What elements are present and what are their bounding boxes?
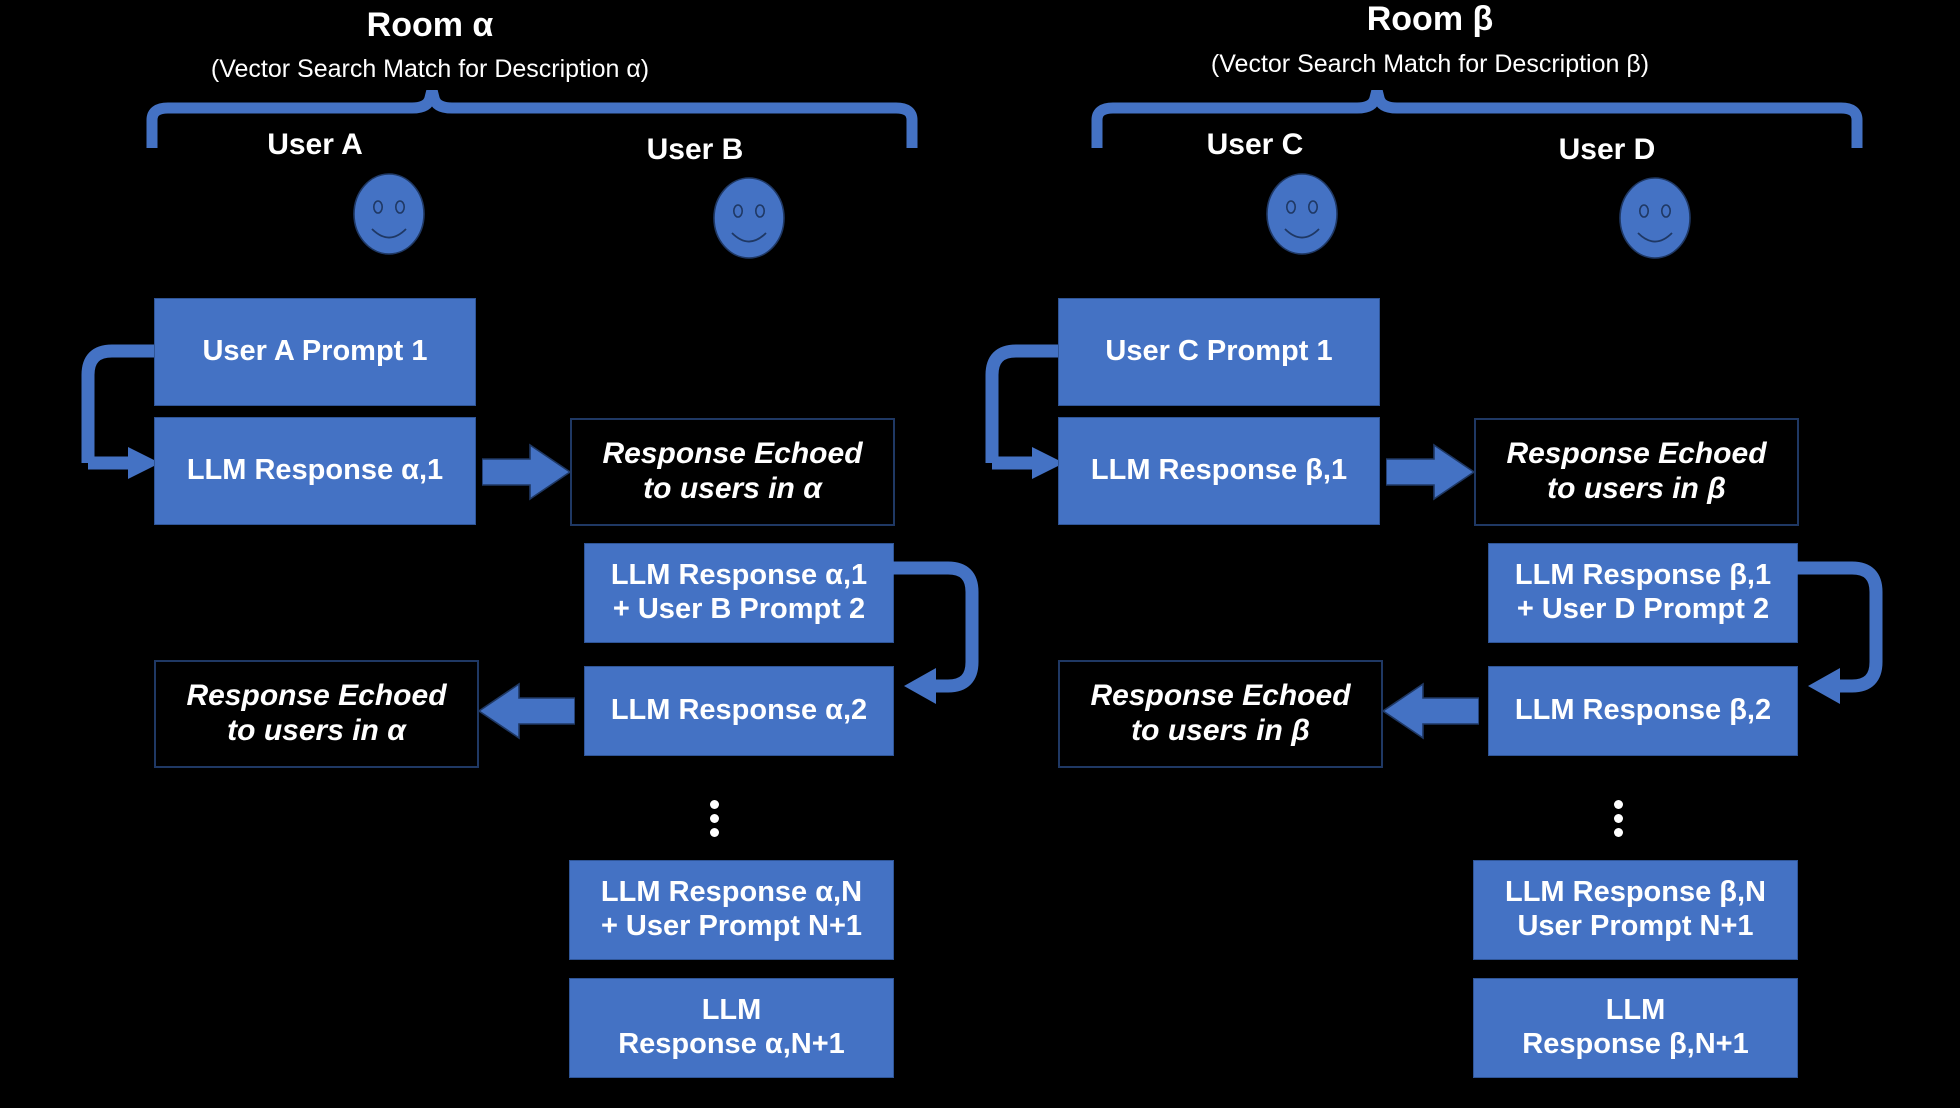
beta-echo-2-arrow-icon xyxy=(1381,682,1479,740)
alpha-llm-response-n1-box[interactable]: LLM Response α,N+1 xyxy=(569,978,894,1078)
alpha-echo-1-arrow-icon xyxy=(482,443,572,501)
beta-context-n-box[interactable]: LLM Response β,N User Prompt N+1 xyxy=(1473,860,1798,960)
beta-context-2-line1: LLM Response β,1 xyxy=(1514,559,1772,592)
beta-feedback-loop-arrow-icon xyxy=(985,344,1076,479)
user-b-smiley-face-icon xyxy=(713,177,785,259)
beta-echo-2-box[interactable]: Response Echoed to users in β xyxy=(1058,660,1383,768)
user-a-smiley-face-icon xyxy=(353,173,425,255)
alpha-echo-2-line1: Response Echoed xyxy=(186,679,447,713)
beta-user-prompt-1-box[interactable]: User C Prompt 1 xyxy=(1058,298,1380,406)
alpha-echo-2-arrow-icon xyxy=(477,682,575,740)
room-beta-title: Room β xyxy=(1366,0,1494,38)
alpha-llm-response-1-box[interactable]: LLM Response α,1 xyxy=(154,417,476,525)
alpha-llm-response-n1-line2: Response α,N+1 xyxy=(618,1028,845,1060)
alpha-llm-response-2-text: LLM Response α,2 xyxy=(610,694,868,727)
beta-echo-1-line2: to users in β xyxy=(1547,472,1726,505)
beta-user-prompt-1-text: User C Prompt 1 xyxy=(1105,335,1333,368)
beta-llm-response-1-text: LLM Response β,1 xyxy=(1090,454,1348,487)
alpha-context-n-line2: + User Prompt N+1 xyxy=(600,910,863,942)
beta-echo-1-arrow-icon xyxy=(1386,443,1476,501)
beta-llm-response-n1-line1: LLM xyxy=(1605,994,1666,1027)
beta-llm-response-1-box[interactable]: LLM Response β,1 xyxy=(1058,417,1380,525)
alpha-echo-1-line2: to users in α xyxy=(643,472,822,505)
alpha-llm-response-n1-line1: LLM xyxy=(701,994,762,1027)
beta-context-n-line2: User Prompt N+1 xyxy=(1517,910,1754,942)
user-d-smiley-face-icon xyxy=(1619,177,1691,259)
beta-context-n-line1: LLM Response β,N xyxy=(1505,876,1766,909)
user-a-label: User A xyxy=(267,128,363,161)
alpha-user-prompt-1-text: User A Prompt 1 xyxy=(202,335,428,368)
alpha-echo-2-box[interactable]: Response Echoed to users in α xyxy=(154,660,479,768)
alpha-context-n-line1: LLM Response α,N xyxy=(600,876,863,909)
alpha-context-2-box[interactable]: LLM Response α,1 + User B Prompt 2 xyxy=(584,543,894,643)
alpha-echo-1-line1: Response Echoed xyxy=(602,437,863,471)
alpha-user-prompt-1-box[interactable]: User A Prompt 1 xyxy=(154,298,476,406)
alpha-echo-1-box[interactable]: Response Echoed to users in α xyxy=(570,418,895,526)
beta-context-loop-arrow-icon xyxy=(1790,561,1883,704)
beta-echo-1-line1: Response Echoed xyxy=(1506,437,1767,471)
user-c-smiley-face-icon xyxy=(1266,173,1338,255)
alpha-feedback-loop-arrow-icon xyxy=(81,344,172,479)
alpha-ellipsis xyxy=(694,795,734,842)
beta-llm-response-n1-box[interactable]: LLM Response β,N+1 xyxy=(1473,978,1798,1078)
alpha-context-2-line1: LLM Response α,1 xyxy=(610,559,868,592)
alpha-llm-response-2-box[interactable]: LLM Response α,2 xyxy=(584,666,894,756)
alpha-context-loop-arrow-icon xyxy=(886,561,979,704)
room-alpha-subtitle: (Vector Search Match for Description α) xyxy=(210,55,650,83)
user-b-label: User B xyxy=(646,133,744,166)
beta-context-2-line2: + User D Prompt 2 xyxy=(1516,593,1770,625)
beta-echo-2-line1: Response Echoed xyxy=(1090,679,1351,713)
beta-llm-response-n1-line2: Response β,N+1 xyxy=(1522,1028,1749,1060)
room-beta-subtitle: (Vector Search Match for Description β) xyxy=(1210,50,1650,78)
alpha-context-2-line2: + User B Prompt 2 xyxy=(612,593,866,625)
beta-llm-response-2-box[interactable]: LLM Response β,2 xyxy=(1488,666,1798,756)
alpha-context-n-box[interactable]: LLM Response α,N + User Prompt N+1 xyxy=(569,860,894,960)
beta-ellipsis xyxy=(1598,795,1638,842)
beta-echo-1-box[interactable]: Response Echoed to users in β xyxy=(1474,418,1799,526)
beta-echo-2-line2: to users in β xyxy=(1131,714,1310,747)
beta-llm-response-2-text: LLM Response β,2 xyxy=(1514,694,1772,727)
beta-context-2-box[interactable]: LLM Response β,1 + User D Prompt 2 xyxy=(1488,543,1798,643)
alpha-echo-2-line2: to users in α xyxy=(227,714,406,747)
user-c-label: User C xyxy=(1206,128,1304,161)
room-alpha-title: Room α xyxy=(366,6,494,44)
user-d-label: User D xyxy=(1558,133,1656,166)
alpha-llm-response-1-text: LLM Response α,1 xyxy=(186,454,444,487)
